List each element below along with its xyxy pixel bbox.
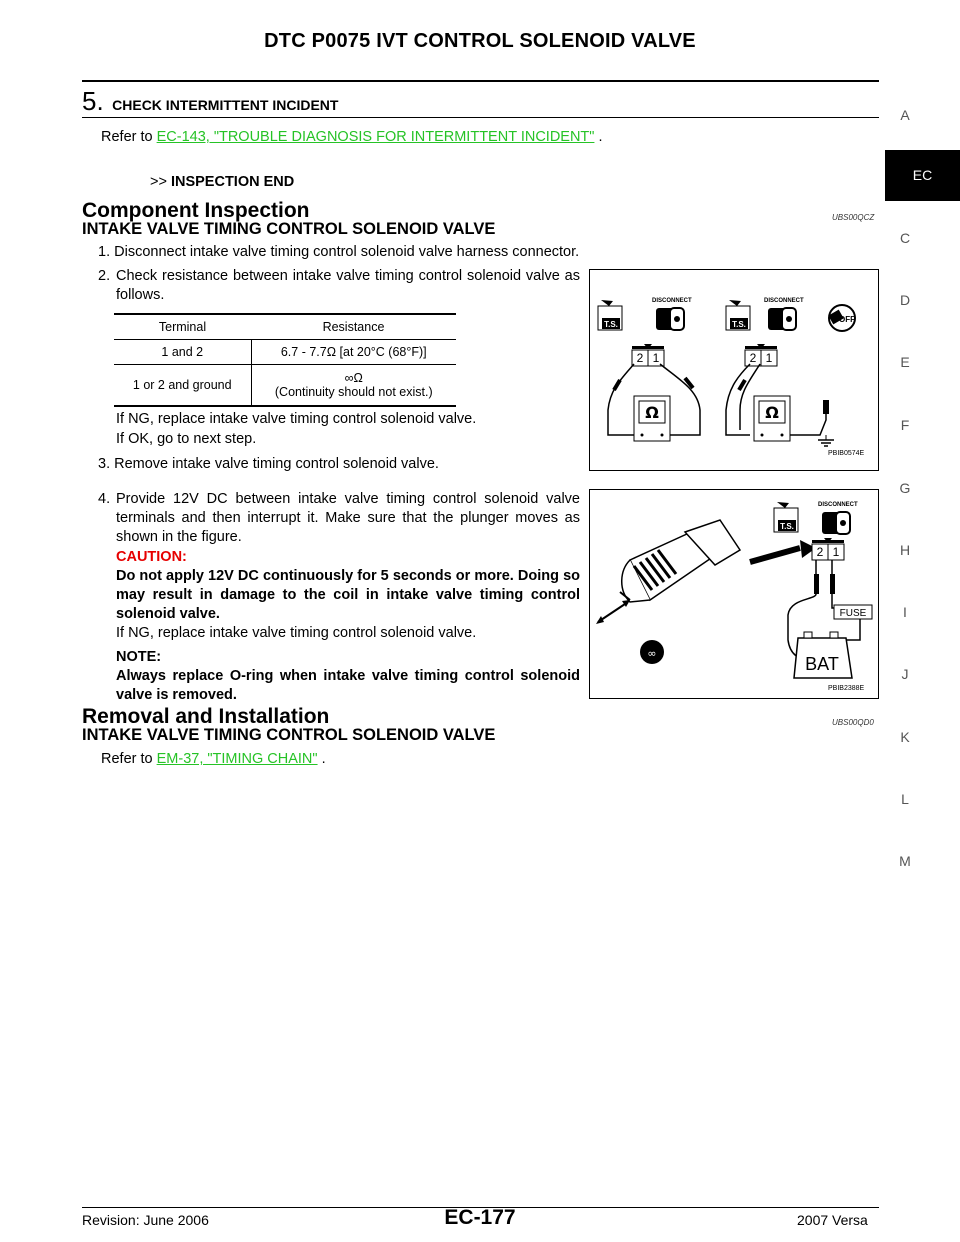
section-code: UBS00QD0 [832,718,874,727]
svg-text:∞: ∞ [647,647,656,660]
resistance-table: Terminal Resistance 1 and 2 6.7 - 7.7Ω [… [114,313,456,407]
ts-icon: T.S. [725,300,751,331]
disconnect-icon: DISCONNECT [818,502,858,535]
connector-right: 2 1 [744,344,778,367]
ohmmeter-right: Ω [753,395,791,442]
ok-instruction: If OK, go to next step. [116,431,257,447]
inspection-step-4: 4. Provide 12V DC between intake valve t… [98,491,580,545]
svg-text:2: 2 [817,545,824,559]
inspection-step-2: 2. Check resistance between intake valve… [98,268,580,303]
ng-instruction-2: If NG, replace intake valve timing contr… [116,625,477,641]
step-5-refer: Refer to EC-143, "TROUBLE DIAGNOSIS FOR … [101,129,603,145]
step-5-result: >> INSPECTION END [150,174,295,190]
plunger-check-diagram: T.S. DISCONNECT ∞ 2 1 [596,502,873,692]
ng-instruction: If NG, replace intake valve timing contr… [116,411,477,427]
battery: BAT [793,631,853,679]
tab-i[interactable]: I [903,604,907,620]
svg-text:1: 1 [653,351,660,365]
svg-text:OFF: OFF [839,315,855,324]
step-title: CHECK INTERMITTENT INCIDENT [112,97,339,113]
svg-text:2: 2 [637,351,644,365]
component-inspection-heading: Component Inspection [82,199,310,222]
caution-text: Do not apply 12V DC continuously for 5 s… [116,568,580,622]
svg-text:BAT: BAT [805,654,839,674]
component-subheading: INTAKE VALVE TIMING CONTROL SOLENOID VAL… [82,220,496,238]
revision-date: Revision: June 2006 [82,1212,209,1228]
footer-rule [82,1207,879,1208]
tab-a[interactable]: A [900,107,910,123]
inspection-step-3: 3. Remove intake valve timing control so… [98,456,439,472]
solenoid-valve [619,519,742,603]
tab-f[interactable]: F [900,417,910,433]
svg-text:FUSE: FUSE [840,608,867,619]
table-header-resistance: Resistance [322,320,385,334]
caution-label: CAUTION: [116,549,187,565]
note-label: NOTE: [116,649,162,665]
page-title: DTC P0075 IVT CONTROL SOLENOID VALVE [264,30,696,52]
intermittent-incident-link[interactable]: EC-143, "TROUBLE DIAGNOSIS FOR INTERMITT… [156,129,595,145]
section-code: UBS00QCZ [832,213,875,222]
removal-refer: Refer to EM-37, "TIMING CHAIN" . [101,751,326,767]
step-number: 5. [82,86,104,116]
tab-j[interactable]: J [901,666,909,682]
page-number: EC-177 [444,1206,516,1229]
disconnect-icon: DISCONNECT [652,298,692,331]
svg-text:DISCONNECT: DISCONNECT [652,298,692,304]
inspection-step-1: 1. Disconnect intake valve timing contro… [98,244,580,260]
removal-subheading: INTAKE VALVE TIMING CONTROL SOLENOID VAL… [82,726,496,744]
svg-text:1: 1 [766,351,773,365]
svg-text:T.S.: T.S. [732,320,746,329]
svg-text:T.S.: T.S. [604,320,618,329]
ts-icon: T.S. [773,502,799,533]
vehicle-model: 2007 Versa [797,1212,868,1228]
connector-left: 2 1 [631,344,665,367]
timing-chain-link[interactable]: EM-37, "TIMING CHAIN" [156,751,318,767]
svg-text:Ω: Ω [645,403,659,422]
tab-m[interactable]: M [899,853,911,869]
ignition-off-icon: OFF [828,304,856,332]
svg-text:2: 2 [750,351,757,365]
fuse: FUSE [833,604,873,620]
disconnect-icon: DISCONNECT [764,298,804,331]
note-text: Always replace O-ring when intake valve … [116,668,580,703]
tab-h[interactable]: H [899,542,911,558]
tab-ec[interactable]: EC [885,150,960,201]
result-text: INSPECTION END [170,174,295,190]
ohmmeter-left: Ω [633,395,671,442]
step-rule [82,117,879,118]
figure-code: PBIB2388E [828,685,865,692]
tab-c[interactable]: C [899,230,911,246]
tab-l[interactable]: L [901,791,909,807]
removal-heading: Removal and Installation [82,705,330,728]
tab-k[interactable]: K [900,729,910,745]
svg-text:DISCONNECT: DISCONNECT [764,298,804,304]
tab-g[interactable]: G [899,480,911,496]
svg-text:1: 1 [833,545,840,559]
tab-e[interactable]: E [900,354,910,370]
ts-icon: T.S. [597,300,623,331]
table-header-terminal: Terminal [158,320,207,334]
table-row: 1 or 2 and ground ∞Ω (Continuity should … [114,365,456,405]
resistance-check-diagram: T.S. T.S. DISCONNECT DISCONNECT OFF [597,298,865,457]
svg-text:DISCONNECT: DISCONNECT [818,502,858,508]
caution-block: CAUTION: Do not apply 12V DC continuousl… [116,548,580,705]
tab-d[interactable]: D [899,292,911,308]
table-row: 1 and 2 6.7 - 7.7Ω [at 20°C (68°F)] [114,340,456,364]
header-rule [82,80,879,82]
figure-code: PBIB0574E [828,450,865,457]
step-5-heading: 5. CHECK INTERMITTENT INCIDENT [82,86,338,117]
svg-text:Ω: Ω [765,403,779,422]
plunger-check-figure: T.S. DISCONNECT ∞ 2 1 [589,489,879,699]
resistance-check-figure: T.S. T.S. DISCONNECT DISCONNECT OFF [589,269,879,471]
svg-text:T.S.: T.S. [780,522,794,531]
connector: 2 1 [811,538,845,561]
